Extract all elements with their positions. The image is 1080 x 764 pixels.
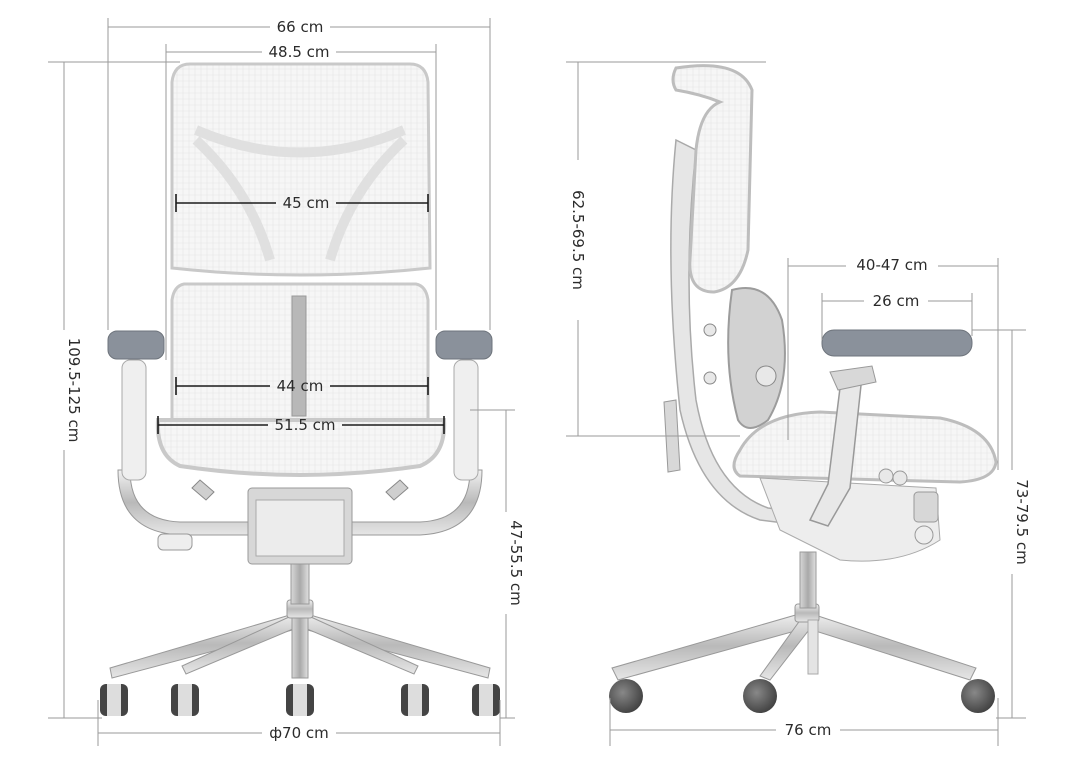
side-view-chair [609, 64, 998, 713]
side-armrest-pad [821, 329, 973, 357]
front-backrest-upper [170, 62, 432, 277]
label-headrest-width: 48.5 cm [268, 43, 329, 61]
front-dimension-lines [48, 18, 515, 746]
side-dimension-labels: 40-47 cm 26 cm 62.5-69.5 cm 73-79.5 cm 7… [569, 190, 1031, 739]
side-lumbar-pad [727, 287, 786, 429]
label-seat-height: 47-55.5 cm [507, 520, 525, 606]
label-overall-width: 66 cm [277, 18, 324, 36]
front-gas-cylinder [290, 559, 310, 605]
side-casters [609, 679, 995, 713]
label-backrest-width: 45 cm [283, 194, 330, 212]
side-seat [732, 410, 998, 484]
label-armrest-length: 26 cm [873, 292, 920, 310]
side-mechanism [759, 468, 941, 562]
front-armrest-posts [121, 359, 479, 481]
front-seat [155, 418, 447, 477]
front-armrest-pads [107, 330, 493, 360]
side-dimension-lines [566, 61, 1026, 746]
label-base-diameter: ф70 cm [269, 724, 329, 742]
front-view-chair [100, 62, 500, 716]
front-mechanism [117, 469, 483, 565]
label-lumbar-width: 44 cm [277, 377, 324, 395]
label-base-depth: 76 cm [785, 721, 832, 739]
label-seat-depth: 40-47 cm [856, 256, 927, 274]
label-backrest-height: 62.5-69.5 cm [569, 190, 587, 290]
side-base [611, 551, 977, 681]
side-headrest [671, 64, 754, 294]
label-seat-width: 51.5 cm [274, 416, 335, 434]
front-base [109, 599, 491, 679]
label-armrest-height: 73-79.5 cm [1013, 479, 1031, 565]
label-overall-height: 109.5-125 cm [65, 338, 83, 443]
front-dimension-labels: 66 cm 48.5 cm 45 cm 44 cm 51.5 cm 109.5-… [65, 18, 525, 742]
front-casters [100, 684, 500, 716]
